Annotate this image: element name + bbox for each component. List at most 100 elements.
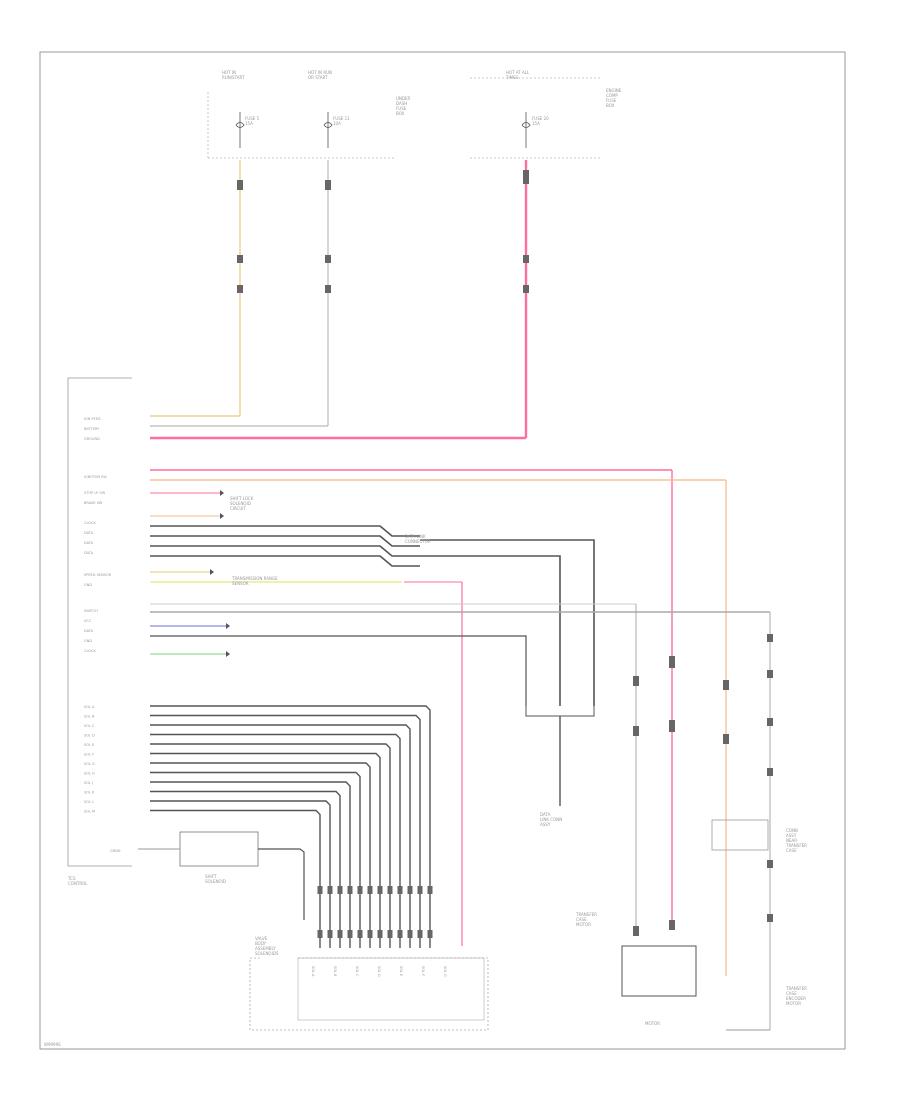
svg-text:CLOCK: CLOCK bbox=[84, 649, 96, 653]
solenoid-wire bbox=[150, 800, 331, 948]
wire-pink-feed bbox=[150, 160, 528, 440]
solenoid-wire bbox=[150, 724, 411, 948]
solenoid-wire-connector bbox=[397, 886, 403, 894]
valve-body-outline bbox=[249, 957, 489, 1031]
solenoid-wire-connector bbox=[377, 886, 383, 894]
wire-data-bundle bbox=[150, 525, 595, 706]
shift-solenoid-box bbox=[179, 831, 259, 867]
tcs-pin-label: SOL D bbox=[84, 734, 95, 738]
solenoid-wire-connector bbox=[337, 886, 343, 894]
valve-body-pin-label: SOL G bbox=[443, 966, 447, 977]
solenoid-wire-connector bbox=[397, 930, 403, 938]
solenoid-wire-connector bbox=[387, 886, 393, 894]
tcs-pin-label: SOL J bbox=[84, 781, 93, 785]
svg-text:GND: GND bbox=[84, 583, 92, 587]
svg-text:BRAKE SW: BRAKE SW bbox=[84, 501, 103, 505]
solenoid-wire bbox=[150, 733, 401, 948]
svg-text:GND: GND bbox=[84, 639, 92, 643]
svg-text:SPEED SENSOR: SPEED SENSOR bbox=[84, 573, 112, 577]
right-pin-markers bbox=[633, 634, 773, 936]
fuse-box-left bbox=[207, 90, 395, 159]
svg-text:DATA: DATA bbox=[84, 551, 94, 555]
svg-text:BATTERY: BATTERY bbox=[84, 427, 100, 431]
solenoid-wire-connector bbox=[427, 930, 433, 938]
solenoid-wire bbox=[150, 743, 391, 948]
tcs-pin-label: SOL E bbox=[84, 743, 94, 747]
solenoid-wire bbox=[150, 762, 371, 948]
svg-text:GROUND: GROUND bbox=[84, 437, 100, 441]
wire-gray-ground bbox=[150, 611, 771, 1030]
valve-body-pin-label: SOL F bbox=[421, 966, 425, 976]
solenoid-wire-connector bbox=[407, 930, 413, 938]
wire-pink-shift-solenoid bbox=[404, 581, 463, 946]
solenoid-wire-connector bbox=[367, 886, 373, 894]
solenoid-wire bbox=[150, 705, 431, 948]
solenoid-wire bbox=[150, 714, 421, 948]
valve-body-pin-label: SOL B bbox=[333, 966, 337, 977]
wire-yellow-feed bbox=[150, 160, 241, 417]
tcs-pins-mid2: SWITCH VCC DATA GND CLOCK bbox=[84, 609, 98, 653]
solenoid-wire-connector bbox=[327, 930, 333, 938]
feed-connectors bbox=[237, 170, 529, 293]
solenoid-wire-connector bbox=[347, 886, 353, 894]
diagram-border bbox=[39, 51, 846, 1050]
valve-body-pin-label: SOL A bbox=[311, 966, 315, 977]
valve-body-pin-label: SOL E bbox=[399, 966, 403, 976]
svg-text:IGN FEED: IGN FEED bbox=[84, 417, 101, 421]
tcs-pin-label: SOL M bbox=[84, 810, 95, 814]
tcs-pin-label: SOL K bbox=[84, 791, 95, 795]
tcs-pin-label: SOL L bbox=[84, 800, 94, 804]
motor-label: MOTOR bbox=[645, 1021, 660, 1026]
svg-text:VCC: VCC bbox=[84, 619, 92, 623]
wire-green-clock bbox=[150, 651, 230, 657]
svg-text:SWITCH: SWITCH bbox=[84, 609, 98, 613]
wire-pink-ignition bbox=[150, 469, 673, 926]
wire-shift-lock bbox=[150, 490, 224, 519]
valve-body-inner bbox=[297, 957, 485, 1021]
left-ground-label: GRND bbox=[110, 849, 121, 853]
solenoid-wire bbox=[150, 752, 381, 948]
shift-solenoid-wire-right bbox=[258, 848, 305, 920]
wire-orange-stoplamp bbox=[150, 479, 727, 976]
solenoid-wire-connector bbox=[417, 930, 423, 938]
wire-blue-data bbox=[150, 623, 230, 629]
solenoid-wire-connector bbox=[337, 930, 343, 938]
wire-yellow-speed bbox=[150, 569, 402, 583]
solenoid-wire bbox=[150, 809, 321, 948]
svg-text:DATA: DATA bbox=[84, 629, 94, 633]
solenoid-wire bbox=[150, 790, 341, 948]
fuse-symbol-3 bbox=[521, 112, 531, 148]
svg-text:IGNITION SW: IGNITION SW bbox=[84, 475, 107, 479]
data-link-box bbox=[525, 706, 595, 717]
tcs-pin-label: SOL C bbox=[84, 724, 95, 728]
svg-text:DATA: DATA bbox=[84, 531, 94, 535]
solenoid-wire-bundle bbox=[150, 705, 433, 948]
solenoid-wire-connector bbox=[317, 930, 323, 938]
diagram-code: W9999S bbox=[44, 1042, 61, 1047]
valve-body-pin-label: SOL D bbox=[377, 966, 381, 977]
tcs-pin-label: SOL G bbox=[84, 762, 95, 766]
tcs-pin-label: SOL A bbox=[84, 705, 95, 709]
solenoid-wire-connector bbox=[347, 930, 353, 938]
right-connector-box bbox=[711, 819, 769, 851]
solenoid-wire-connector bbox=[367, 930, 373, 938]
